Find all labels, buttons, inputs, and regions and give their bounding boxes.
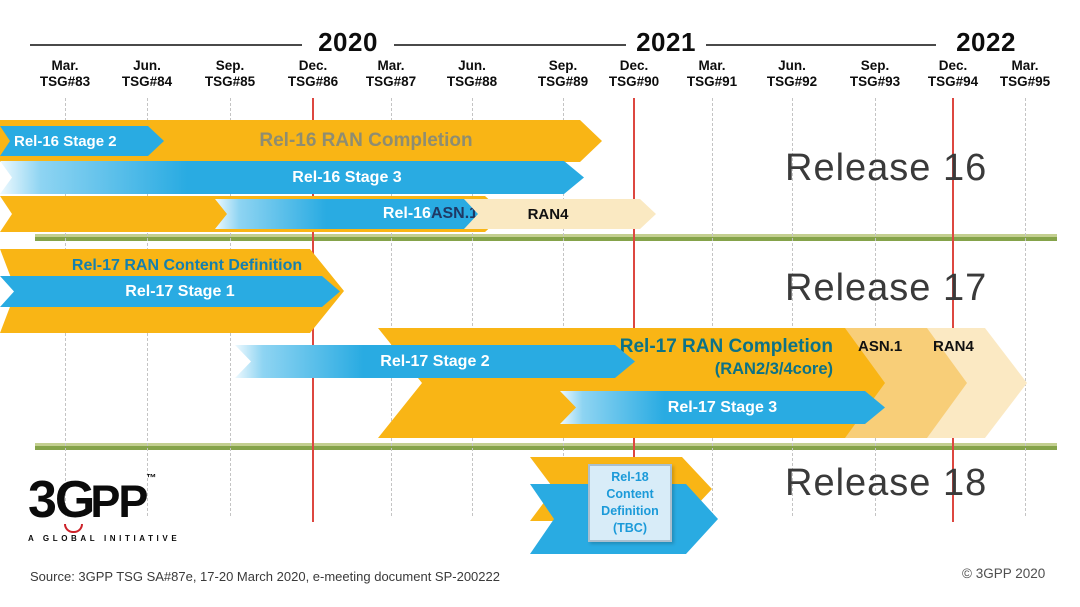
section-divider (35, 443, 1057, 450)
tick-tsg-label: TSG#85 (204, 74, 256, 90)
year-line-segment (394, 44, 626, 46)
tick-tsg-label: TSG#87 (365, 74, 417, 90)
year-line-segment (30, 44, 302, 46)
timeline-tick: Mar. TSG#91 (687, 58, 737, 90)
timeline-tick: Sep. TSG#85 (205, 58, 255, 90)
tick-tsg-label: TSG#84 (121, 74, 173, 90)
tick-tsg-label: TSG#95 (999, 74, 1051, 90)
rel17-ran-completion-label: Rel-17 RAN Completion (RAN2/3/4core) (620, 335, 833, 379)
rel16-stage2-label: Rel-16 Stage 2 (14, 132, 117, 150)
rel17-content-definition-label: Rel-17 RAN Content Definition (71, 257, 303, 274)
tick-month-label: Mar. (51, 58, 79, 73)
tick-month-label: Sep. (860, 58, 890, 73)
logo-tagline: A GLOBAL INITIATIVE (28, 534, 181, 543)
release17-title: Release 17 (785, 267, 988, 309)
tick-tsg-label: TSG#89 (537, 74, 589, 90)
tick-tsg-label: TSG#92 (766, 74, 818, 90)
threegpp-logo-text: 3GPP™ (28, 471, 180, 529)
tick-month-label: Dec. (298, 58, 328, 73)
gridline (391, 98, 392, 516)
rel16-ran4-label: RAN4 (527, 205, 569, 223)
gridline (875, 98, 876, 516)
rel17-stage1-arrow: Rel-17 Stage 1 (0, 276, 340, 307)
rel17-stage2-arrow: Rel-17 Stage 2 (235, 345, 635, 378)
timeline-tick: Jun. TSG#92 (767, 58, 817, 90)
tick-tsg-label: TSG#83 (39, 74, 91, 90)
tick-month-label: Jun. (458, 58, 486, 73)
timeline-tick: Sep. TSG#93 (850, 58, 900, 90)
tick-month-label: Mar. (1011, 58, 1039, 73)
timeline-tick: Dec. TSG#94 (928, 58, 978, 90)
rel16-ran4-arrow: RAN4 (464, 199, 656, 229)
gridline (563, 98, 564, 516)
rel17-stage2-label: Rel-17 Stage 2 (380, 352, 490, 370)
rel17-ran-completion-line1: Rel-17 RAN Completion (619, 336, 833, 357)
threegpp-logo: 3GPP™ A GLOBAL INITIATIVE (28, 471, 181, 544)
tick-tsg-label: TSG#86 (287, 74, 339, 90)
rel16-ran-completion-label: Rel-16 RAN Completion (259, 130, 473, 151)
copyright-note: © 3GPP 2020 (962, 566, 1046, 581)
gridline (633, 98, 635, 522)
logo-trademark: ™ (146, 473, 156, 484)
rel17-ran-completion-line2: (RAN2/3/4core) (714, 359, 833, 378)
timeline-tick: Mar. TSG#87 (366, 58, 416, 90)
gridline (1025, 98, 1026, 516)
tick-month-label: Jun. (133, 58, 161, 73)
year-line-segment (706, 44, 936, 46)
gridline (952, 98, 954, 522)
logo-red-arc (64, 524, 83, 533)
logo-pp-text: PP (90, 476, 148, 527)
rel17-stage3-arrow: Rel-17 Stage 3 (560, 391, 885, 424)
release16-title: Release 16 (785, 147, 988, 189)
timeline-tick: Sep. TSG#89 (538, 58, 588, 90)
rel17-stage3-label: Rel-17 Stage 3 (667, 398, 778, 416)
year-label-2022: 2022 (956, 27, 1016, 57)
tick-tsg-label: TSG#94 (927, 74, 979, 90)
tick-tsg-label: TSG#91 (686, 74, 738, 90)
tick-tsg-label: TSG#88 (446, 74, 498, 90)
rel17-stage1-label: Rel-17 Stage 1 (125, 282, 235, 300)
gridline (712, 98, 713, 516)
timeline-tick: Mar. TSG#95 (1000, 58, 1050, 90)
rel18-box-line4: (TBC) (612, 520, 647, 535)
timeline-tick: Jun. TSG#88 (447, 58, 497, 90)
rel16-asn1-suffix-label: ASN.1 (430, 205, 479, 222)
tick-month-label: Sep. (215, 58, 245, 73)
tick-month-label: Mar. (698, 58, 726, 73)
gridline (472, 98, 473, 516)
rel16-stage3-label: Rel-16 Stage 3 (292, 168, 402, 186)
release18-title: Release 18 (785, 462, 988, 504)
rel18-box-line3: Definition (601, 504, 659, 518)
tick-month-label: Mar. (377, 58, 405, 73)
rel17-ran4-label: RAN4 (933, 338, 974, 355)
tick-month-label: Sep. (548, 58, 578, 73)
gridline (792, 98, 793, 516)
logo-3g-text: 3G (28, 471, 95, 529)
tick-month-label: Jun. (778, 58, 806, 73)
rel16-asn1-prefix-label: Rel-16 (382, 205, 431, 222)
rel18-content-definition-box: Rel-18 Content Definition (TBC) (588, 464, 672, 542)
tick-tsg-label: TSG#93 (849, 74, 901, 90)
year-label-2020: 2020 (318, 27, 378, 57)
source-note: Source: 3GPP TSG SA#87e, 17-20 March 202… (30, 569, 500, 584)
timeline-tick: Dec. TSG#86 (288, 58, 338, 90)
timeline-tick: Dec. TSG#90 (609, 58, 659, 90)
rel18-box-line2: Content (606, 487, 654, 502)
rel17-asn1-label: ASN.1 (858, 338, 903, 355)
rel16-stage3-arrow: Rel-16 Stage 3 (0, 161, 584, 194)
timeline-tick: Mar. TSG#83 (40, 58, 90, 90)
tick-month-label: Dec. (619, 58, 649, 73)
timeline-tick: Jun. TSG#84 (122, 58, 172, 90)
tick-tsg-label: TSG#90 (608, 74, 660, 90)
rel18-box-line1: Rel-18 (611, 470, 649, 485)
year-label-2021: 2021 (636, 27, 696, 57)
tick-month-label: Dec. (938, 58, 968, 73)
rel16-stage2-arrow: Rel-16 Stage 2 (0, 126, 164, 156)
section-divider (35, 234, 1057, 241)
